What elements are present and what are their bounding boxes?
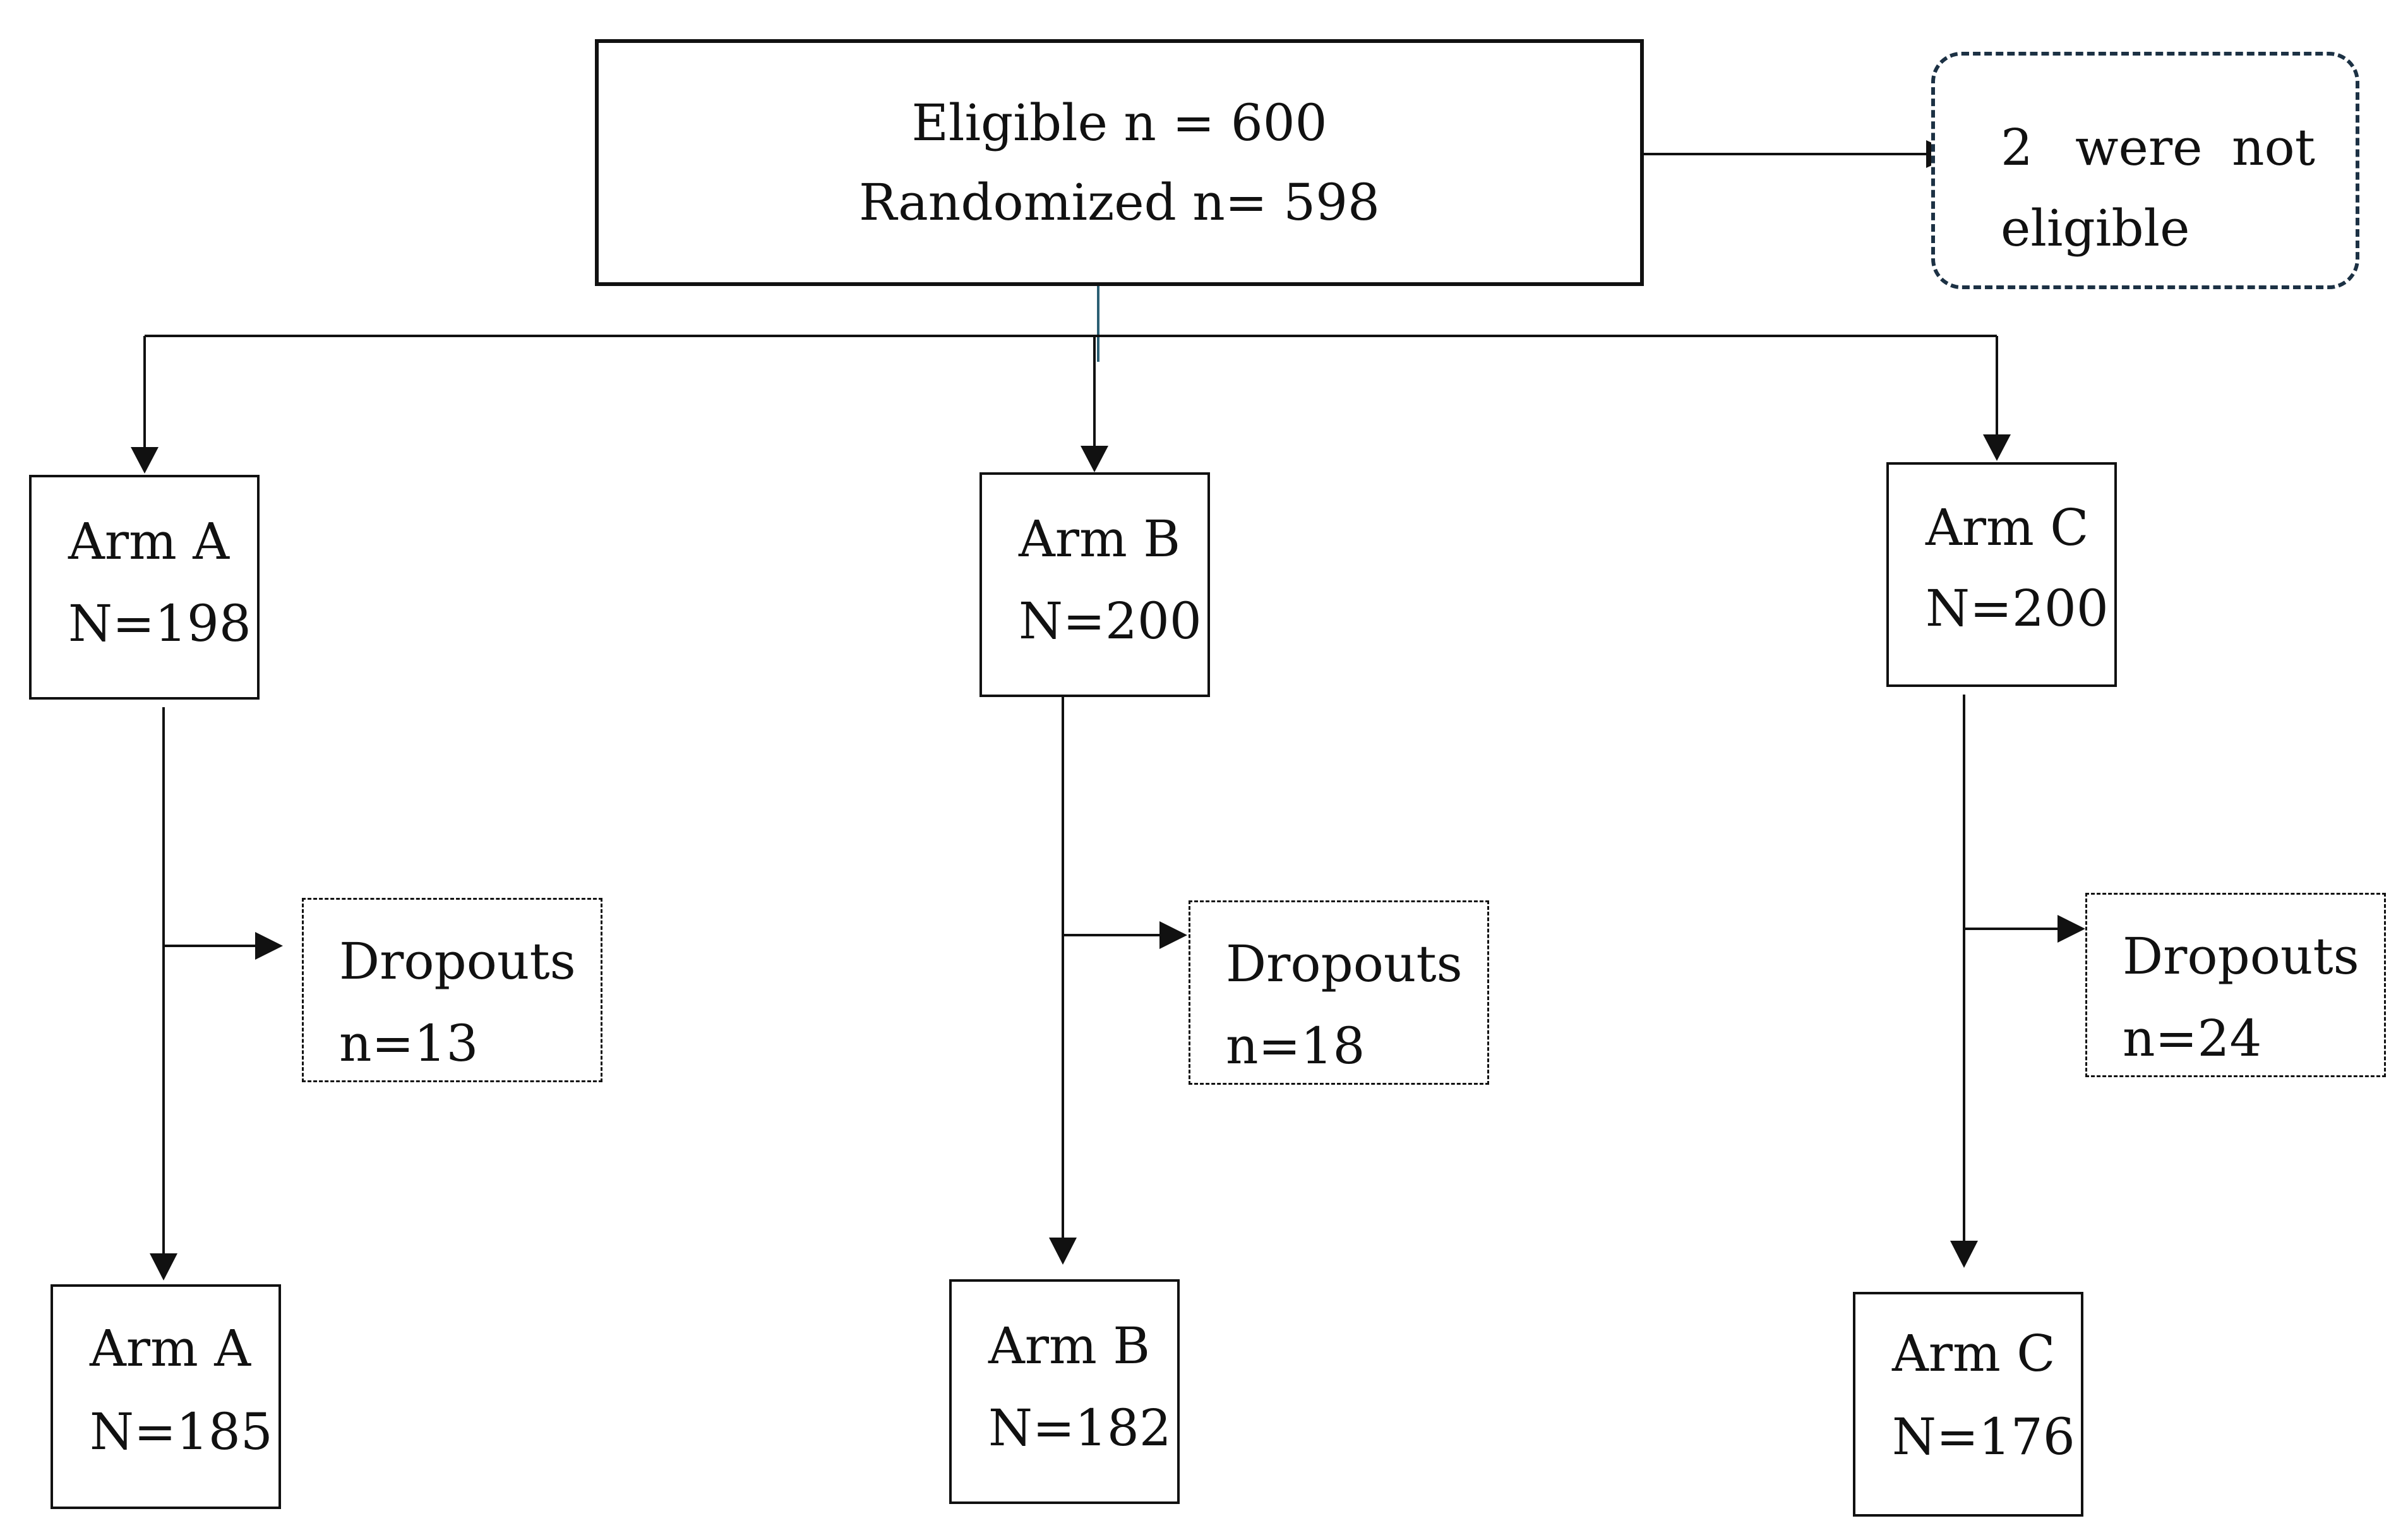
excluded-box: 2 were not eligible <box>1931 52 2359 289</box>
arm-b-box: Arm B N=200 <box>979 472 1210 697</box>
arm-a-box: Arm A N=198 <box>29 475 260 700</box>
dropout-a-count: n=13 <box>339 1014 479 1073</box>
arm-c-box: Arm C N=200 <box>1886 462 2117 687</box>
final-arm-a-box: Arm A N=185 <box>51 1284 281 1509</box>
dropout-b-count: n=18 <box>1226 1017 1365 1075</box>
arm-b-label: Arm B <box>1019 510 1181 568</box>
dropout-a-box: Dropouts n=13 <box>302 898 602 1082</box>
dropout-a-label: Dropouts <box>339 932 576 991</box>
arrowhead-final-arm-a <box>150 1253 177 1280</box>
randomized-count: Randomized n= 598 <box>859 172 1380 232</box>
arrowhead-dropout-b <box>1159 921 1187 949</box>
arrowhead-arm-a <box>131 447 159 474</box>
arm-a-label: Arm A <box>68 512 230 571</box>
arm-a-count: N=198 <box>68 594 251 653</box>
excluded-word-2: 2 <box>2001 118 2033 177</box>
excluded-word-not: not <box>2232 118 2315 177</box>
arrowhead-arm-c <box>1983 434 2011 461</box>
dropout-c-count: n=24 <box>2123 1009 2262 1068</box>
arrowhead-final-arm-c <box>1950 1241 1978 1268</box>
final-arm-b-label: Arm B <box>988 1316 1151 1375</box>
final-arm-c-label: Arm C <box>1892 1324 2056 1383</box>
arm-c-count: N=200 <box>1926 579 2109 638</box>
final-arm-c-count: N=176 <box>1892 1407 2075 1466</box>
final-arm-c-box: Arm C N=176 <box>1853 1292 2083 1517</box>
dropout-c-box: Dropouts n=24 <box>2085 893 2386 1077</box>
arrowhead-dropout-a <box>255 932 283 960</box>
arm-b-count: N=200 <box>1019 592 1202 650</box>
dropout-c-label: Dropouts <box>2123 927 2359 986</box>
dropout-b-label: Dropouts <box>1226 934 1463 993</box>
arrowhead-dropout-c <box>2058 915 2085 943</box>
final-arm-a-label: Arm A <box>90 1319 251 1378</box>
final-arm-b-count: N=182 <box>988 1399 1171 1457</box>
arrowhead-final-arm-b <box>1049 1238 1077 1265</box>
arrowhead-arm-b <box>1081 446 1108 472</box>
excluded-line-eligible: eligible <box>2001 199 2190 258</box>
final-arm-b-box: Arm B N=182 <box>949 1279 1180 1504</box>
eligible-count: Eligible n = 600 <box>911 93 1327 152</box>
arm-c-label: Arm C <box>1926 498 2089 557</box>
excluded-word-were: were <box>2075 118 2203 177</box>
final-arm-a-count: N=185 <box>90 1402 273 1461</box>
dropout-b-box: Dropouts n=18 <box>1189 900 1489 1085</box>
eligibility-box: Eligible n = 600 Randomized n= 598 <box>595 39 1644 286</box>
